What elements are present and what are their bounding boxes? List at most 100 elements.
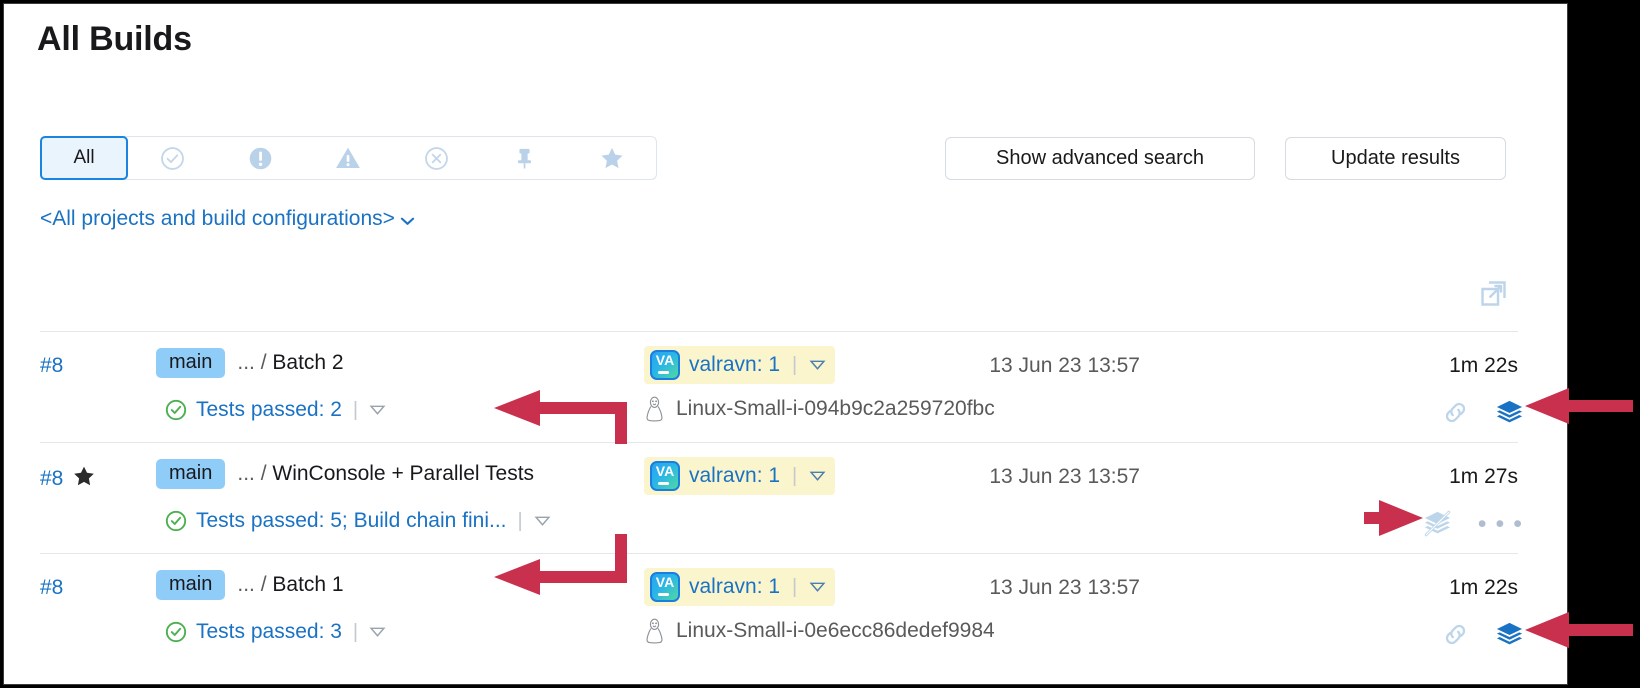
check-circle-green-icon [164, 620, 188, 644]
layers-button[interactable] [1495, 398, 1524, 427]
avatar: VA [650, 461, 680, 491]
pin-icon [511, 145, 538, 172]
update-results-button[interactable]: Update results [1285, 137, 1506, 180]
filter-tab-failed[interactable] [216, 137, 304, 179]
build-number-link[interactable]: #8 [40, 576, 63, 600]
build-status-text[interactable]: Tests passed: 2 [196, 398, 342, 421]
linux-penguin-icon [644, 618, 665, 644]
build-configuration-cell: main ... / WinConsole + Parallel Tests [156, 459, 534, 489]
link-button[interactable] [1442, 399, 1469, 426]
agent-name-link[interactable]: valravn: 1 [689, 464, 781, 487]
link-icon [1442, 399, 1469, 426]
star-icon [598, 144, 626, 172]
build-status-text[interactable]: Tests passed: 3 [196, 620, 342, 643]
agent-separator: | [792, 353, 798, 376]
status-separator: | [352, 620, 359, 643]
build-host-cell: Linux-Small-i-094b9c2a259720fbc [644, 396, 995, 422]
build-path-prefix: ... / [237, 351, 267, 374]
page-title: All Builds [37, 20, 192, 58]
link-button[interactable] [1442, 621, 1469, 648]
build-actions-cell: • • • [1423, 509, 1524, 538]
layers-off-button[interactable] [1423, 509, 1452, 538]
build-date: 13 Jun 23 13:57 [989, 354, 1140, 377]
more-options-icon[interactable]: • • • [1477, 509, 1524, 538]
build-date: 13 Jun 23 13:57 [989, 576, 1140, 599]
build-host-cell: Linux-Small-i-0e6ecc86dedef9984 [644, 618, 995, 644]
build-configuration-path[interactable]: ... / Batch 1 [237, 573, 343, 597]
build-number-label: #8 [40, 354, 64, 377]
filter-tab-all[interactable]: All [40, 136, 128, 180]
host-name: Linux-Small-i-094b9c2a259720fbc [676, 397, 995, 420]
filter-tab-warning[interactable] [304, 137, 392, 179]
builds-table: #8 main ... / Batch 2 Tests passed: 2 | VA val… [40, 331, 1523, 660]
build-path-name: Batch 1 [272, 573, 344, 596]
build-actions-cell [1442, 620, 1524, 649]
check-circle-icon [159, 145, 186, 172]
chevron-down-icon [400, 214, 415, 228]
avatar-underline-mark [658, 371, 669, 374]
teamcity-all-builds-panel: All Builds All [3, 3, 1568, 685]
check-circle-green-icon [164, 509, 188, 533]
x-circle-icon [423, 145, 450, 172]
filter-tab-cancelled[interactable] [392, 137, 480, 179]
avatar-initials: VA [655, 574, 675, 590]
build-duration: 1m 27s [1449, 465, 1518, 488]
build-path-prefix: ... / [237, 573, 267, 596]
projects-selector-label: <All projects and build configurations> [40, 207, 395, 230]
build-duration: 1m 22s [1449, 354, 1518, 377]
layers-button[interactable] [1495, 620, 1524, 649]
build-path-name: WinConsole + Parallel Tests [272, 462, 535, 485]
status-expand-caret-icon[interactable] [369, 625, 386, 642]
show-advanced-search-button[interactable]: Show advanced search [945, 137, 1255, 180]
build-number-label: #8 [40, 467, 64, 490]
host-name: Linux-Small-i-0e6ecc86dedef9984 [676, 619, 995, 642]
build-actions-cell [1442, 398, 1524, 427]
avatar-underline-mark [658, 482, 669, 485]
build-status-text[interactable]: Tests passed: 5; Build chain fini... [196, 509, 507, 532]
branch-badge[interactable]: main [156, 459, 226, 489]
open-in-new-window-icon[interactable] [1478, 278, 1509, 314]
build-status-filter-bar: All [40, 136, 657, 180]
avatar: VA [650, 572, 680, 602]
build-path-prefix: ... / [237, 462, 267, 485]
build-configuration-path[interactable]: ... / WinConsole + Parallel Tests [237, 462, 534, 486]
agent-name-link[interactable]: valravn: 1 [689, 353, 781, 376]
layers-off-icon [1423, 509, 1452, 538]
build-number-link[interactable]: #8 [40, 354, 63, 378]
layers-icon [1495, 620, 1524, 649]
projects-and-configurations-selector[interactable]: <All projects and build configurations> [40, 207, 415, 231]
agent-expand-caret-icon[interactable] [809, 358, 826, 375]
build-number-link[interactable]: #8 [40, 465, 96, 493]
linux-penguin-icon [644, 396, 665, 422]
more-options-button[interactable]: • • • [1477, 509, 1524, 538]
filter-tab-pinned[interactable] [480, 137, 568, 179]
branch-badge[interactable]: main [156, 348, 226, 378]
build-configuration-cell: main ... / Batch 1 [156, 570, 344, 600]
build-status-cell: Tests passed: 2 | [164, 398, 386, 422]
table-row: #8 main ... / Batch 1 Tests passed: 3 | VA val… [40, 553, 1523, 660]
build-path-name: Batch 2 [272, 351, 344, 374]
status-expand-caret-icon[interactable] [534, 514, 551, 531]
build-configuration-path[interactable]: ... / Batch 2 [237, 351, 343, 375]
star-icon[interactable] [72, 464, 96, 492]
agent-expand-caret-icon[interactable] [809, 580, 826, 597]
avatar-underline-mark [658, 593, 669, 596]
build-duration: 1m 22s [1449, 576, 1518, 599]
status-separator: | [352, 398, 359, 421]
agent-name-link[interactable]: valravn: 1 [689, 575, 781, 598]
avatar-initials: VA [655, 463, 675, 479]
branch-badge[interactable]: main [156, 570, 226, 600]
agent-separator: | [792, 575, 798, 598]
agent-expand-caret-icon[interactable] [809, 469, 826, 486]
build-configuration-cell: main ... / Batch 2 [156, 348, 344, 378]
check-circle-green-icon [164, 398, 188, 422]
status-expand-caret-icon[interactable] [369, 403, 386, 420]
filter-tab-success[interactable] [128, 137, 216, 179]
filter-tab-favorite[interactable] [568, 137, 656, 179]
warning-triangle-icon [334, 144, 362, 172]
